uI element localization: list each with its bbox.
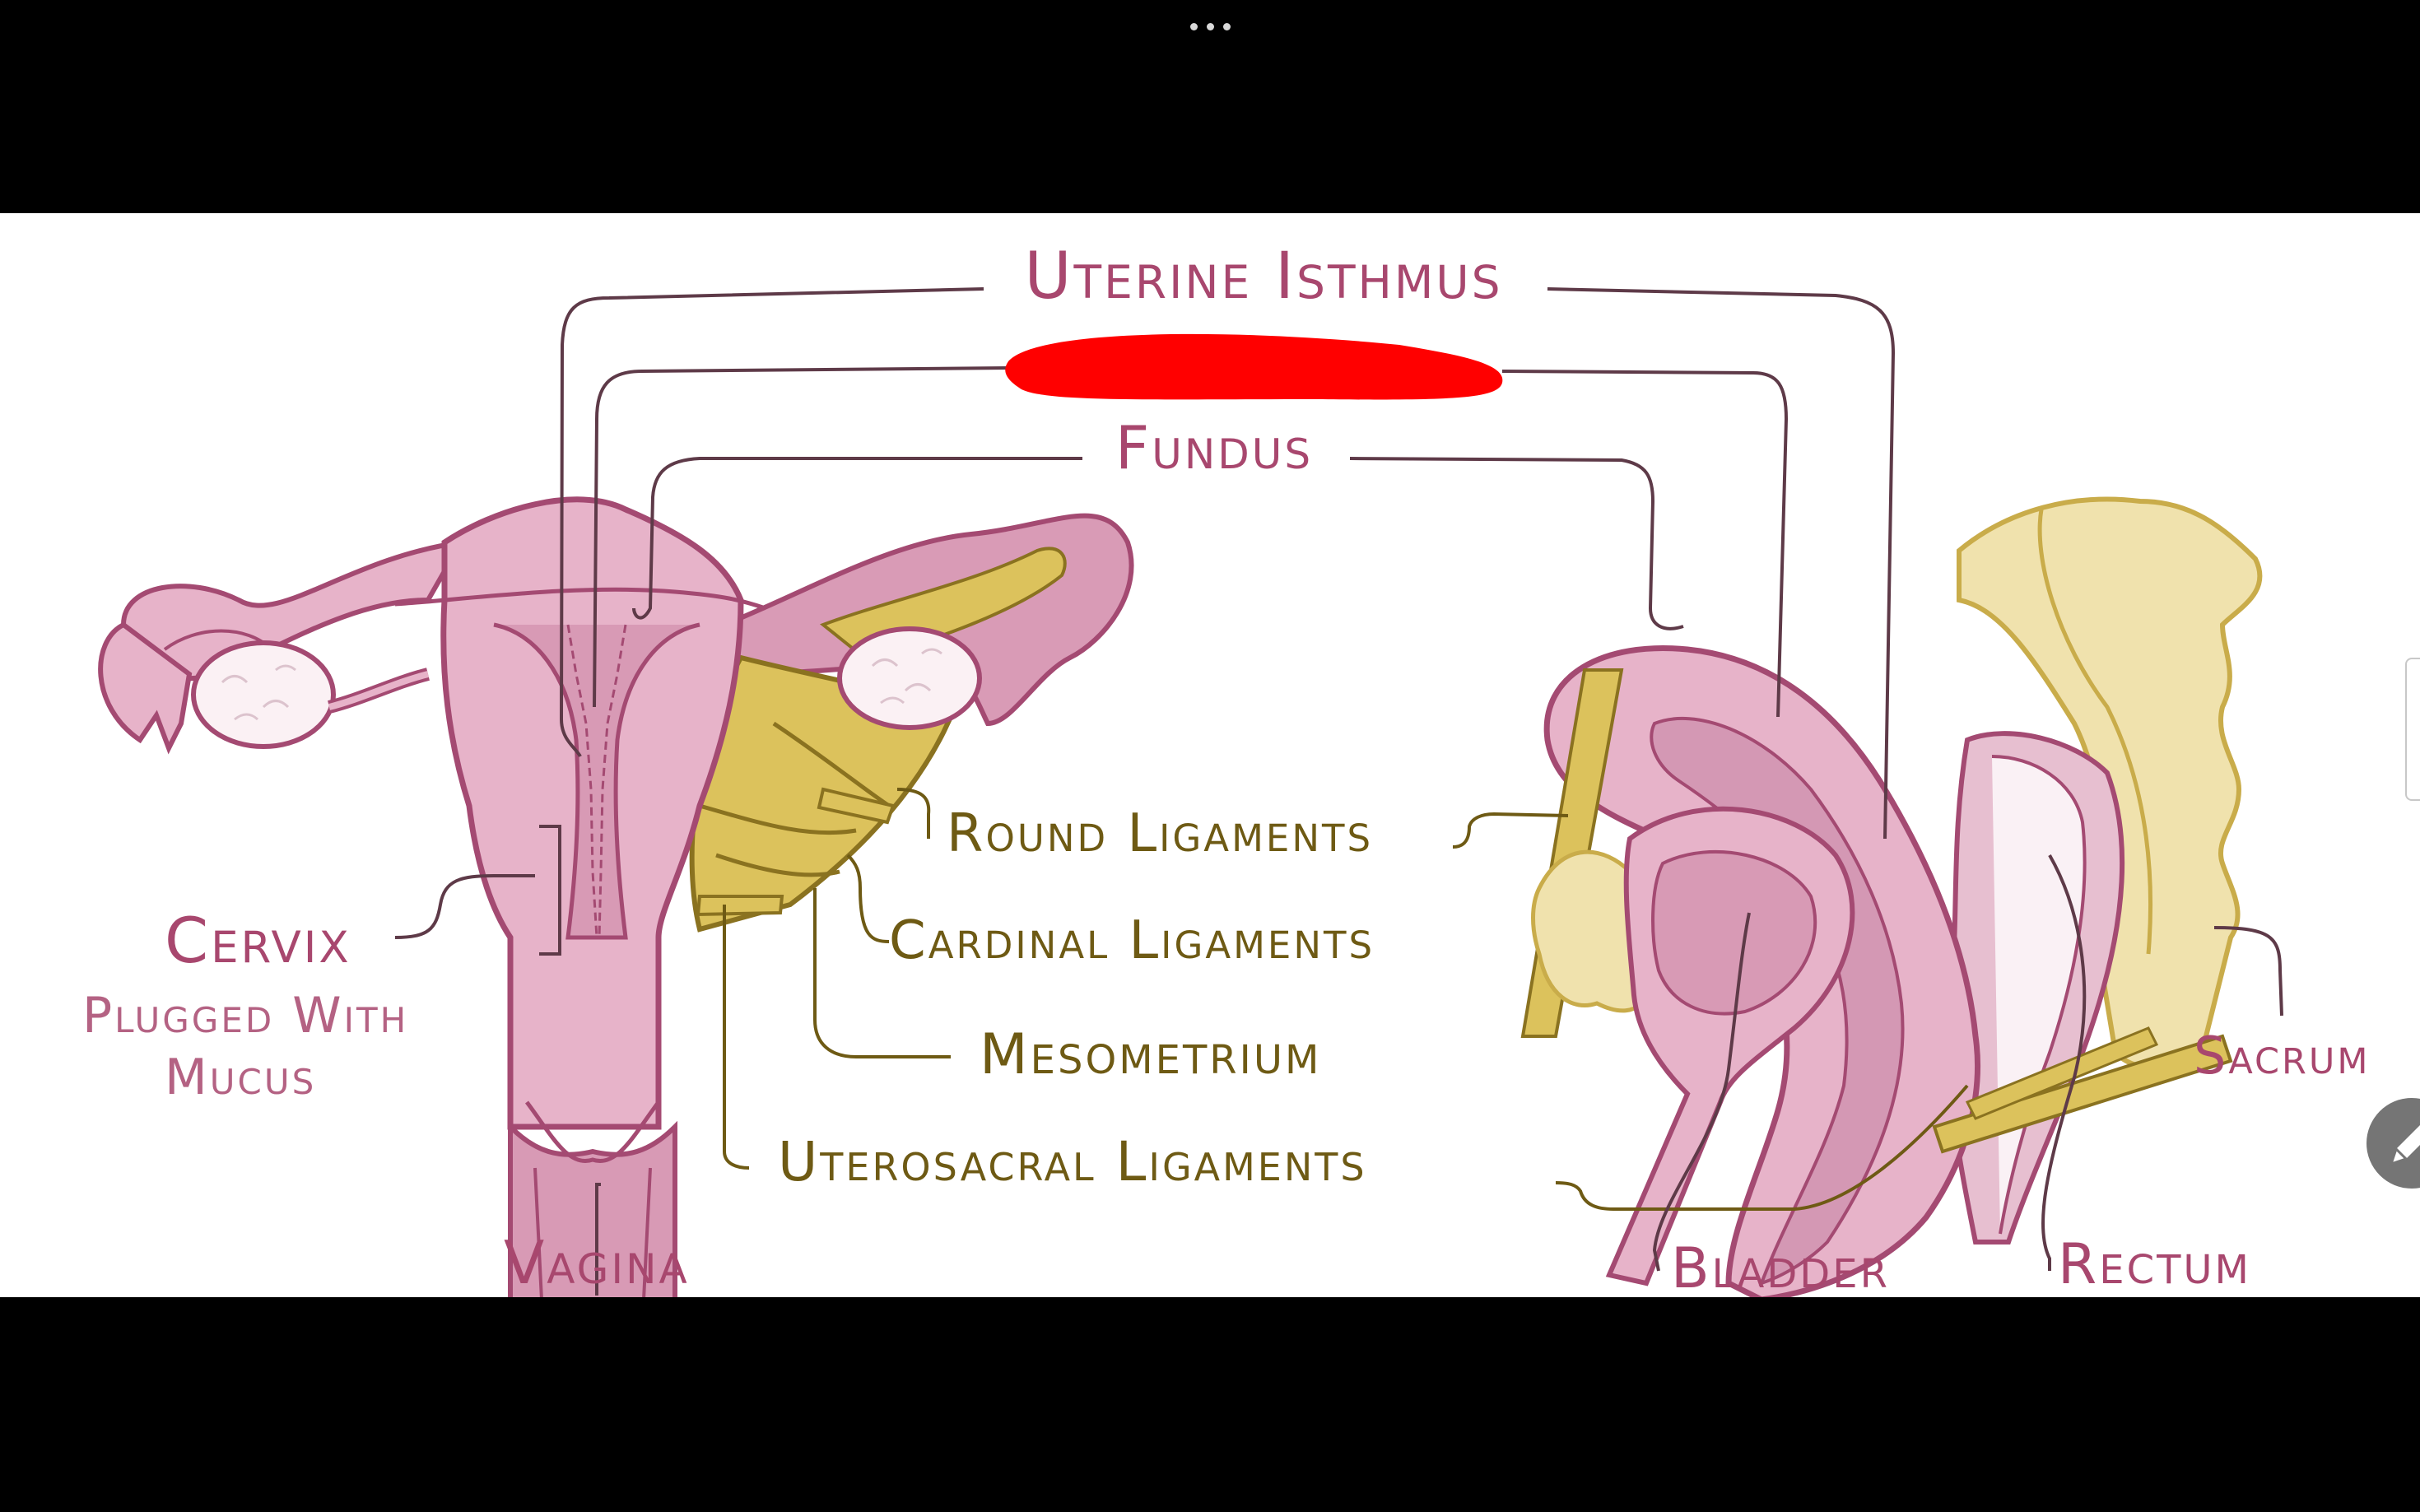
uterus-front xyxy=(394,496,766,1130)
label-cervix-note-line2: Mucus xyxy=(165,1049,316,1106)
label-bladder: Bladder xyxy=(1671,1236,1890,1297)
round-leader-right xyxy=(1452,812,1569,849)
label-fundus: Fundus xyxy=(1115,413,1313,482)
fundus-leader-right xyxy=(1349,457,1684,630)
sagittal-leaders xyxy=(1652,854,2283,1272)
rectum xyxy=(1946,731,2125,1244)
uterosacral-leader-left xyxy=(723,905,750,1170)
side-panel-tab[interactable] xyxy=(2405,658,2420,801)
bladder-leader xyxy=(1652,912,1751,1272)
pencil-icon xyxy=(2389,1125,2420,1166)
edit-button[interactable] xyxy=(2366,1098,2420,1189)
rectum-leader xyxy=(2041,854,2087,1271)
fundus-leader-left xyxy=(632,457,1082,620)
label-cervix-note-line1: Plugged With xyxy=(82,987,408,1044)
label-mesometrium: Mesometrium xyxy=(980,1022,1321,1087)
ligament-leaders xyxy=(723,788,1969,1211)
more-dots-icon[interactable] xyxy=(1177,12,1243,41)
mesometrium-leader xyxy=(813,888,951,1058)
label-uterine-isthmus: Uterine Isthmus xyxy=(1024,240,1502,314)
redacted-leader-left xyxy=(593,366,1009,708)
label-cervix: Cervix xyxy=(165,904,351,977)
label-sacrum: Sacrum xyxy=(2194,1026,2371,1086)
label-rectum: Rectum xyxy=(2058,1232,2251,1297)
vagina-front xyxy=(508,1100,677,1297)
bottom-black-bar xyxy=(0,1297,2420,1512)
isthmus-leader-left xyxy=(559,287,984,758)
label-vagina: Vagina xyxy=(504,1228,690,1297)
cardinal-leader xyxy=(846,854,890,943)
left-ovary xyxy=(191,640,430,749)
label-uterosacral-ligaments: Uterosacral Ligaments xyxy=(778,1130,1367,1193)
diagram-canvas: Uterine Isthmus Fundus Round Ligaments C… xyxy=(0,213,2420,1297)
label-round-ligaments: Round Ligaments xyxy=(947,803,1373,864)
uterosacral-ligament-sagittal xyxy=(1932,1026,2233,1154)
round-leader-left xyxy=(896,788,931,839)
redacted-leader-right xyxy=(1501,370,1789,718)
isthmus-leader-right xyxy=(1547,287,1896,840)
leader-lines xyxy=(394,287,1896,1296)
uterosacral-leader-right xyxy=(1555,1084,1969,1211)
anatomy-diagram: Uterine Isthmus Fundus Round Ligaments C… xyxy=(82,240,2371,1297)
sacrum-leader xyxy=(2213,926,2283,1017)
right-ovary xyxy=(837,626,982,730)
redaction-mark xyxy=(1005,333,1503,400)
label-cardinal-ligaments: Cardinal Ligaments xyxy=(889,910,1375,971)
cervix-bracket xyxy=(539,825,561,956)
cervix-leader xyxy=(394,874,535,939)
top-black-bar xyxy=(0,0,2420,213)
vagina-leader xyxy=(595,1183,601,1296)
